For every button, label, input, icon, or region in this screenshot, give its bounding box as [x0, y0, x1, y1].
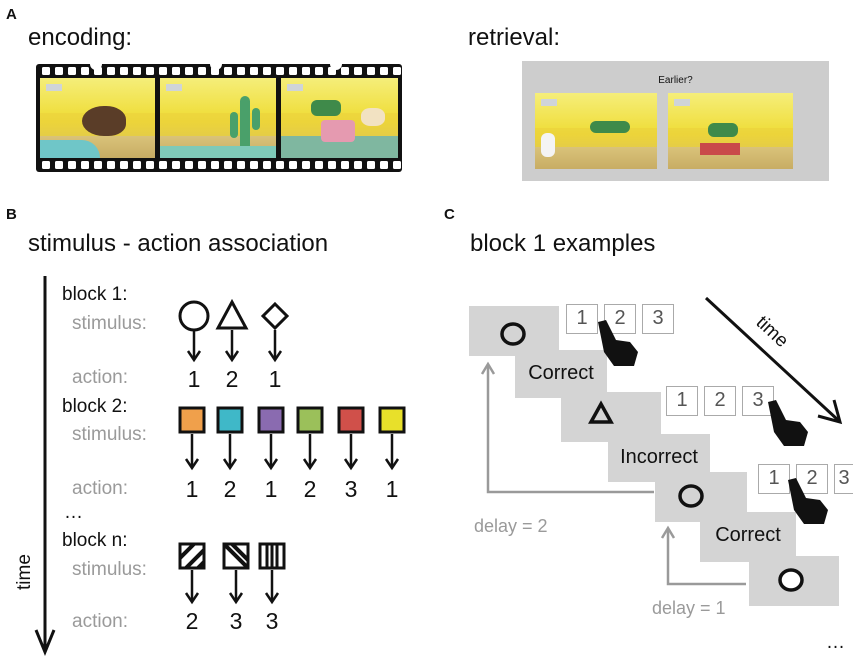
trial-2-stimulus-screen	[561, 392, 661, 442]
block-1-label: block 1:	[62, 284, 128, 305]
block-n-action-3: 3	[265, 608, 279, 634]
block-1-stimulus-label: stimulus:	[72, 313, 147, 334]
trial-1-feedback-screen: Correct	[515, 350, 607, 398]
delay-1-label: delay = 1	[652, 598, 726, 618]
delay-connectors	[480, 361, 746, 586]
time-arrow-c	[704, 296, 843, 425]
trial-1-stimulus-screen	[469, 306, 559, 356]
circle-stimulus	[178, 300, 210, 363]
trial-2-key-3[interactable]: 3	[742, 386, 774, 416]
half-striped-square-stimulus	[222, 542, 250, 605]
trial-1-key-2[interactable]: 2	[604, 304, 636, 334]
trial-3-feedback-screen: Correct	[700, 512, 796, 562]
block-2-stimuli	[178, 406, 406, 471]
trial-1-key-3[interactable]: 3	[642, 304, 674, 334]
block-2-action: 1	[385, 476, 399, 502]
colored-square-stimulus	[378, 406, 406, 471]
colored-square-stimulus	[216, 406, 244, 471]
block-2-action: 2	[303, 476, 317, 502]
film-frame-1	[40, 78, 155, 158]
trials-ellipsis: …	[826, 632, 845, 653]
block-2-action: 1	[185, 476, 199, 502]
block-ellipsis: …	[64, 502, 83, 523]
trial-3-key-1[interactable]: 1	[758, 464, 790, 494]
trial-3-key-3[interactable]: 3	[834, 464, 853, 494]
block-1-action-2: 2	[225, 366, 239, 392]
panel-a-letter: A	[6, 6, 17, 23]
block-1-action-label: action:	[72, 367, 128, 388]
trial-1-key-1[interactable]: 1	[566, 304, 598, 334]
film-strip	[36, 64, 402, 172]
block-2-action: 3	[344, 476, 358, 502]
colored-square-stimulus	[178, 406, 206, 471]
trial-2-key-1[interactable]: 1	[666, 386, 698, 416]
trial-4-stimulus-screen	[749, 556, 839, 606]
block-2-stimulus-label: stimulus:	[72, 424, 147, 445]
retrieval-question: Earlier?	[658, 75, 693, 86]
block-n-action-1: 2	[185, 608, 199, 634]
block-1-action-1: 1	[187, 366, 201, 392]
block-n-action-label: action:	[72, 611, 128, 632]
trial-2-feedback: Incorrect	[620, 446, 698, 468]
block-2-action-label: action:	[72, 478, 128, 499]
block-2-label: block 2:	[62, 396, 128, 417]
block-1-action-3: 1	[268, 366, 282, 392]
time-axis-b	[34, 276, 56, 656]
block-n-action-2: 3	[229, 608, 243, 634]
triangle-stimulus	[215, 298, 249, 363]
animal-figure	[82, 106, 126, 136]
colored-square-stimulus	[296, 406, 324, 471]
encoding-label: encoding:	[28, 24, 133, 51]
trial-3-feedback: Correct	[715, 524, 781, 546]
retrieval-option-left[interactable]	[535, 93, 657, 169]
retrieval-screen: Earlier?	[522, 61, 829, 181]
retrieval-label: retrieval:	[468, 24, 561, 51]
time-label-b: time	[14, 554, 35, 590]
panel-c-title: block 1 examples	[470, 230, 656, 257]
panel-b-letter: B	[6, 206, 17, 223]
film-frame-2	[160, 78, 276, 158]
trial-1-feedback: Correct	[528, 362, 594, 384]
pointing-hand-icon-2	[768, 400, 808, 446]
block-n-label: block n:	[62, 530, 128, 551]
retrieval-option-right[interactable]	[668, 93, 793, 169]
diamond-stimulus	[260, 301, 290, 363]
film-frame-3	[281, 78, 398, 158]
panel-c-letter: C	[444, 206, 455, 223]
colored-square-stimulus	[337, 406, 365, 471]
striped-square-stimulus	[178, 542, 206, 605]
colored-square-stimulus	[257, 406, 285, 471]
pointing-hand-icon-1	[598, 320, 638, 366]
cactus-figure	[240, 96, 250, 158]
pointing-hand-icon-3	[788, 478, 828, 524]
panel-b-title: stimulus - action association	[28, 230, 329, 257]
block-2-action: 2	[223, 476, 237, 502]
block-1-stimuli	[178, 298, 290, 363]
block-n-stimuli	[178, 542, 286, 605]
block-n-stimulus-label: stimulus:	[72, 559, 147, 580]
trial-2-key-2[interactable]: 2	[704, 386, 736, 416]
delay-2-label: delay = 2	[474, 516, 548, 536]
block-2-action: 1	[264, 476, 278, 502]
crocodile-figure	[311, 100, 341, 116]
vertical-striped-square-stimulus	[258, 542, 286, 605]
film-sprocket-holes	[42, 64, 401, 169]
